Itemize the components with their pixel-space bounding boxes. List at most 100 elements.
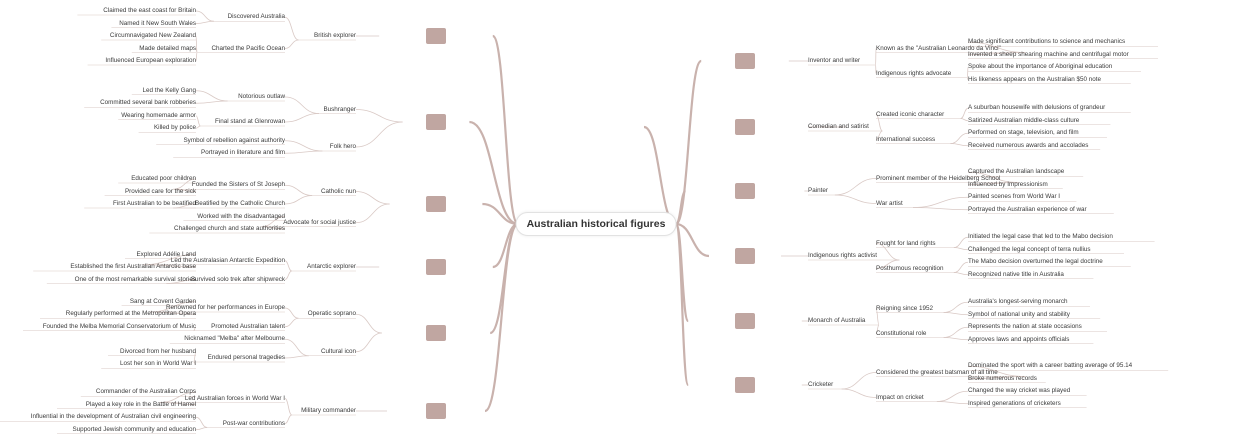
branch-topic[interactable] bbox=[426, 114, 446, 130]
topic-label[interactable]: Survived solo trek after shipwreck bbox=[190, 275, 285, 283]
topic-label[interactable]: Symbol of rebellion against authority bbox=[183, 136, 285, 144]
topic-label[interactable]: Founded the Melba Memorial Conservatoriu… bbox=[42, 322, 196, 330]
topic-label[interactable]: Prominent member of the Heidelberg Schoo… bbox=[876, 174, 1001, 182]
topic-label[interactable]: First Australian to be beatified bbox=[113, 200, 196, 207]
topic-label[interactable]: Antarctic explorer bbox=[307, 263, 356, 270]
topic-label[interactable]: Influenced European exploration bbox=[105, 57, 196, 64]
topic-label[interactable]: Led the Australasian Antarctic Expeditio… bbox=[170, 256, 285, 264]
topic-label[interactable]: British explorer bbox=[314, 32, 356, 39]
topic-label[interactable]: Established the first Australian Antarct… bbox=[70, 263, 196, 270]
topic-label[interactable]: Performed on stage, television, and film bbox=[968, 129, 1079, 137]
topic-label[interactable]: Provided care for the sick bbox=[124, 187, 196, 195]
topic-label[interactable]: Educated poor children bbox=[131, 175, 196, 182]
topic-label[interactable]: International success bbox=[876, 135, 936, 143]
topic-label[interactable]: Monarch of Australia bbox=[808, 317, 866, 324]
topic-label[interactable]: Committed several bank robberies bbox=[100, 99, 196, 107]
topic-label[interactable]: Invented a sheep shearing machine and ce… bbox=[968, 50, 1129, 58]
topic-label[interactable]: Wearing homemade armor bbox=[121, 111, 196, 119]
topic-label[interactable]: Indigenous rights activist bbox=[808, 252, 877, 259]
topic-label[interactable]: Catholic nun bbox=[320, 187, 356, 195]
topic-label[interactable]: Bushranger bbox=[323, 105, 356, 113]
topic-label[interactable]: Influenced by Impressionism bbox=[968, 180, 1048, 188]
topic-label[interactable]: Charted the Pacific Ocean bbox=[211, 44, 285, 52]
topic-label[interactable]: Discovered Australia bbox=[227, 13, 285, 21]
topic-label[interactable]: Claimed the east coast for Britain bbox=[103, 7, 196, 14]
topic-label[interactable]: Inventor and writer bbox=[808, 57, 861, 64]
topic-label[interactable]: Considered the greatest batsman of all t… bbox=[876, 368, 998, 376]
topic-label[interactable]: Led the Kelly Gang bbox=[142, 86, 196, 94]
topic-label[interactable]: Post-war contributions bbox=[222, 419, 285, 427]
topic-label[interactable]: Portrayed the Australian experience of w… bbox=[968, 205, 1087, 213]
topic-label[interactable]: Led Australian forces in World War I bbox=[184, 394, 285, 402]
topic-label[interactable]: Folk hero bbox=[329, 143, 356, 150]
topic-label[interactable]: War artist bbox=[876, 199, 903, 207]
topic-label[interactable]: Posthumous recognition bbox=[876, 264, 944, 272]
topic-label[interactable]: Cultural icon bbox=[321, 347, 356, 355]
branch-topic[interactable] bbox=[426, 259, 446, 275]
topic-label[interactable]: Captured the Australian landscape bbox=[968, 168, 1065, 176]
topic-label[interactable]: Explored Adélie Land bbox=[136, 250, 196, 258]
branch-topic[interactable] bbox=[426, 403, 446, 419]
topic-label[interactable]: Nicknamed "Melba" after Melbourne bbox=[184, 335, 285, 343]
topic-label[interactable]: Challenged church and state authorities bbox=[174, 225, 285, 232]
topic-label[interactable]: Australia's longest-serving monarch bbox=[968, 298, 1068, 306]
topic-label[interactable]: Killed by police bbox=[153, 124, 196, 132]
topic-label[interactable]: Supported Jewish community and education bbox=[72, 425, 196, 433]
topic-label[interactable]: Indigenous rights advocate bbox=[876, 69, 952, 77]
topic-label[interactable]: Broke numerous records bbox=[968, 374, 1037, 382]
topic-label[interactable]: Named it New South Wales bbox=[119, 19, 196, 27]
topic-label[interactable]: Changed the way cricket was played bbox=[968, 387, 1071, 395]
branch-topic[interactable] bbox=[735, 183, 755, 199]
topic-label[interactable]: Approves laws and appoints officials bbox=[968, 335, 1070, 343]
topic-label[interactable]: Painted scenes from World War I bbox=[968, 193, 1061, 201]
topic-label[interactable]: Created iconic character bbox=[876, 110, 945, 118]
topic-label[interactable]: Sang at Covent Garden bbox=[129, 297, 196, 305]
topic-label[interactable]: Renowned for her performances in Europe bbox=[165, 304, 285, 311]
topic-label[interactable]: A suburban housewife with delusions of g… bbox=[968, 104, 1106, 112]
topic-label[interactable]: Fought for land rights bbox=[876, 239, 936, 247]
topic-label[interactable]: Beatified by the Catholic Church bbox=[195, 200, 285, 207]
topic-label[interactable]: Worked with the disadvantaged bbox=[197, 212, 285, 220]
topic-label[interactable]: Recognized native title in Australia bbox=[968, 270, 1064, 278]
branch-topic[interactable] bbox=[735, 53, 755, 69]
topic-label[interactable]: The Mabo decision overturned the legal d… bbox=[968, 258, 1103, 266]
branch-topic[interactable] bbox=[735, 119, 755, 135]
topic-label[interactable]: Received numerous awards and accolades bbox=[968, 141, 1089, 149]
topic-label[interactable]: Comedian and satirist bbox=[808, 123, 869, 130]
topic-label[interactable]: Portrayed in literature and film bbox=[201, 149, 285, 157]
topic-label[interactable]: Made detailed maps bbox=[139, 44, 196, 52]
topic-label[interactable]: Painter bbox=[808, 187, 828, 194]
topic-label[interactable]: Symbol of national unity and stability bbox=[968, 310, 1070, 318]
topic-label[interactable]: Divorced from her husband bbox=[120, 347, 196, 355]
root-topic[interactable]: Australian historical figures bbox=[515, 212, 677, 236]
topic-label[interactable]: Reigning since 1952 bbox=[876, 304, 934, 312]
topic-label[interactable]: Impact on cricket bbox=[876, 393, 924, 401]
branch-topic[interactable] bbox=[735, 248, 755, 264]
topic-label[interactable]: His likeness appears on the Australian $… bbox=[968, 75, 1102, 83]
topic-label[interactable]: Challenged the legal concept of terra nu… bbox=[968, 245, 1091, 253]
topic-label[interactable]: Dominated the sport with a career battin… bbox=[968, 362, 1133, 370]
topic-label[interactable]: Initiated the legal case that led to the… bbox=[968, 233, 1113, 241]
topic-label[interactable]: Final stand at Glenrowan bbox=[214, 118, 285, 125]
branch-topic[interactable] bbox=[426, 325, 446, 341]
topic-label[interactable]: Constitutional role bbox=[876, 329, 927, 337]
branch-topic[interactable] bbox=[735, 313, 755, 329]
topic-label[interactable]: Notorious outlaw bbox=[238, 93, 285, 100]
topic-label[interactable]: Promoted Australian talent bbox=[211, 322, 285, 330]
topic-label[interactable]: Founded the Sisters of St Joseph bbox=[191, 181, 285, 189]
topic-label[interactable]: Known as the "Australian Leonardo da Vin… bbox=[876, 44, 1001, 52]
topic-label[interactable]: Inspired generations of cricketers bbox=[968, 399, 1061, 407]
topic-label[interactable]: Played a key role in the Battle of Hamel bbox=[85, 400, 196, 408]
branch-topic[interactable] bbox=[735, 377, 755, 393]
topic-label[interactable]: Circumnavigated New Zealand bbox=[109, 32, 196, 39]
topic-label[interactable]: Regularly performed at the Metropolitan … bbox=[65, 310, 196, 318]
branch-topic[interactable] bbox=[426, 28, 446, 44]
topic-label[interactable]: Cricketer bbox=[808, 381, 834, 388]
topic-label[interactable]: Influential in the development of Austra… bbox=[30, 413, 196, 421]
topic-label[interactable]: Endured personal tragedies bbox=[207, 354, 285, 361]
topic-label[interactable]: Military commander bbox=[301, 407, 356, 414]
topic-label[interactable]: Operatic soprano bbox=[307, 310, 356, 318]
topic-label[interactable]: Spoke about the importance of Aboriginal… bbox=[968, 63, 1113, 71]
topic-label[interactable]: Satirized Australian middle-class cultur… bbox=[968, 116, 1080, 124]
topic-label[interactable]: Commander of the Australian Corps bbox=[95, 388, 196, 396]
